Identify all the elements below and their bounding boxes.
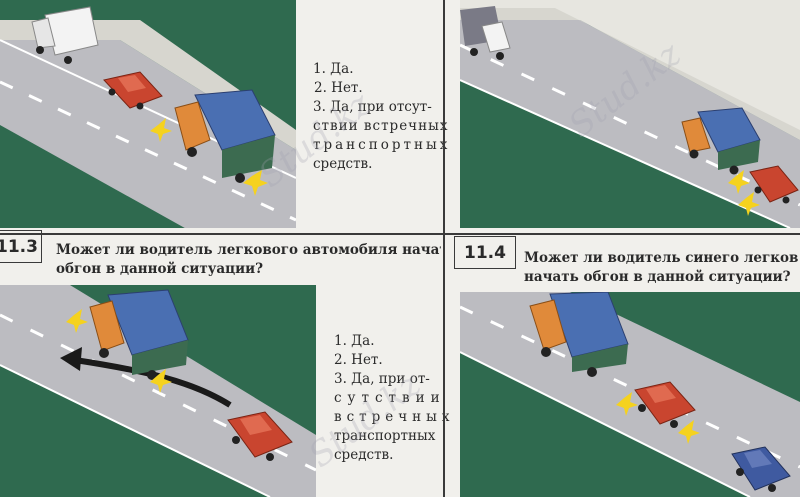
illustration-top-right <box>460 0 800 228</box>
answer-3-cont-1: сутствии <box>334 390 446 406</box>
answer-2[interactable]: 2. Нет. <box>334 352 383 368</box>
answer-3-cont-1: ствии встречных <box>313 118 449 134</box>
answer-3[interactable]: 3. Да, при отсут- <box>313 99 432 115</box>
answer-3-cont-2: транспортных <box>313 137 451 153</box>
answer-3-cont-4: средств. <box>334 447 394 463</box>
road-scene-11-3 <box>0 285 316 497</box>
road <box>460 20 800 228</box>
question-line-1: Может ли водитель легкового автомобиля н… <box>56 242 441 258</box>
answer-3-cont-3: средств. <box>313 156 373 172</box>
red-car <box>103 71 163 110</box>
answer-3[interactable]: 3. Да, при от- <box>334 371 430 387</box>
white-truck <box>460 6 511 60</box>
blinker-rear <box>150 369 172 393</box>
question-line-2: начать обгон в данной ситуации? <box>524 269 791 285</box>
answers-11-2: 1. Да. 2. Нет. 3. Да, при отсут- ствии в… <box>313 60 450 174</box>
blue-truck <box>174 89 276 183</box>
question-line-2: обгон в данной ситуации? <box>56 261 264 277</box>
white-truck <box>31 6 99 64</box>
answer-1[interactable]: 1. Да. <box>313 61 354 77</box>
lane-marking <box>0 313 316 472</box>
road-scene-11-4 <box>460 292 800 497</box>
blue-truck <box>529 292 629 377</box>
overtake-arrow-icon <box>60 347 82 371</box>
blinker-rear <box>678 420 700 444</box>
blinker-right <box>738 192 760 216</box>
red-car <box>749 165 799 204</box>
question-text-11-4: Может ли водитель синего легков начать о… <box>524 249 800 287</box>
road-scene-top-right <box>460 0 800 228</box>
lane-marking <box>460 43 800 207</box>
blue-truck <box>89 289 189 380</box>
question-line-1: Может ли водитель синего легков <box>524 250 799 266</box>
answer-3-cont-3: транспортных <box>334 428 436 444</box>
illustration-11-3 <box>0 285 316 497</box>
question-text-11-3: Может ли водитель легкового автомобиля н… <box>56 241 441 279</box>
blue-car <box>731 446 791 492</box>
answer-3-cont-2: встречных <box>334 409 455 425</box>
edge-line <box>460 79 791 228</box>
road <box>0 40 296 228</box>
edge-line <box>460 351 751 497</box>
edge-line <box>0 364 271 497</box>
lane-marking <box>460 305 800 469</box>
road-shoulder <box>0 20 296 150</box>
answer-2[interactable]: 2. Нет. <box>314 80 363 96</box>
question-number-11-4: 11.4 <box>454 236 516 269</box>
illustration-11-2 <box>0 0 296 228</box>
red-car <box>227 411 293 461</box>
blinker-front <box>616 392 638 416</box>
road-scene-11-2 <box>0 0 296 228</box>
blinker-front <box>150 118 172 142</box>
red-car <box>634 381 696 428</box>
illustration-11-4 <box>460 292 800 497</box>
question-number-11-3: 11.3 <box>0 230 42 263</box>
vertical-divider <box>443 0 445 497</box>
answer-1[interactable]: 1. Да. <box>334 333 375 349</box>
answers-11-3: 1. Да. 2. Нет. 3. Да, при от- сутствии в… <box>334 332 455 465</box>
lane-marking <box>0 80 296 222</box>
blinker-left <box>728 170 750 194</box>
blue-truck <box>681 107 761 175</box>
blinker-front <box>66 309 88 333</box>
blinker-rear <box>243 170 268 196</box>
horizontal-divider <box>0 233 800 235</box>
